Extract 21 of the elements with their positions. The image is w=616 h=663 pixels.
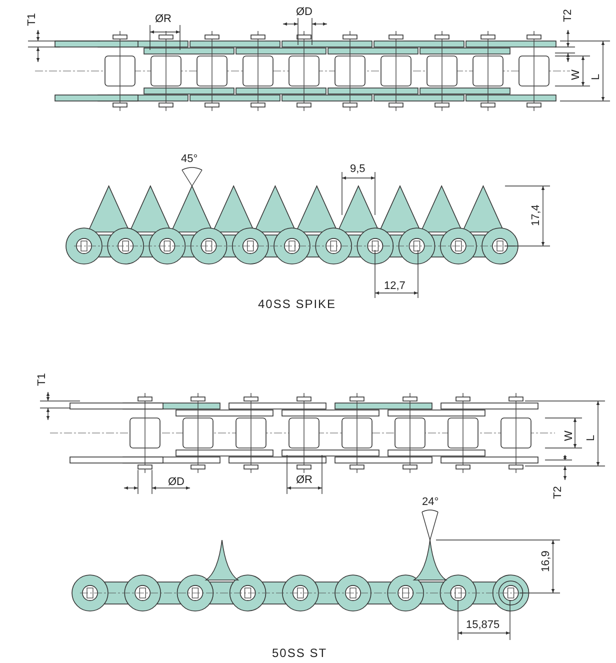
dimension-label: 12,7 [384, 280, 406, 292]
dimension-label: ØD [168, 476, 184, 488]
dimension-label: L [585, 434, 597, 441]
dimension-label: 9,5 [350, 163, 366, 175]
dimension-label: W [563, 430, 575, 441]
dimension-label: 15,875 [466, 619, 500, 631]
dimension-label: ØR [155, 13, 172, 25]
angle-label: 45° [181, 153, 198, 165]
dimension-label: T1 [36, 373, 48, 386]
dimension-label: 16,9 [540, 550, 552, 572]
view-caption: 50SS ST [272, 647, 328, 659]
dimension-label: W [570, 70, 582, 80]
dimension-label: T2 [552, 486, 564, 499]
dimension-label: ØD [296, 6, 312, 18]
dimension-label: 17,4 [530, 204, 542, 226]
dimension-label: L [590, 74, 602, 80]
dimension-label: T1 [26, 13, 38, 26]
dimension-label: T2 [562, 9, 574, 22]
angle-label: 24° [422, 496, 439, 508]
dimension-label: ØR [296, 474, 312, 486]
view-caption: 40SS SPIKE [258, 298, 336, 310]
